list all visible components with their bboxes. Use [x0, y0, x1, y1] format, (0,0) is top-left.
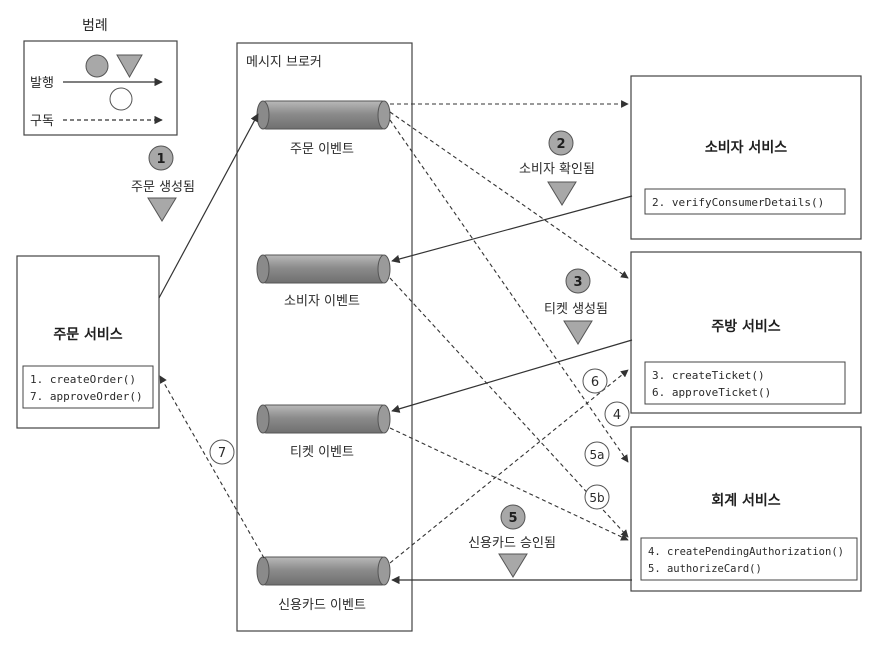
step-5b-number: 5b — [589, 491, 604, 505]
message-broker-title: 메시지 브로커 — [246, 55, 322, 70]
event-3-circle — [565, 268, 591, 294]
legend-title: 범례 — [82, 18, 108, 34]
event-2-label: 소비자 확인됨 — [519, 162, 595, 177]
step-7-number: 7 — [218, 446, 226, 461]
event-1-triangle-icon — [147, 197, 177, 222]
legend-reply-circle-icon — [109, 87, 133, 111]
subscribe-kitchen-order-events — [389, 111, 629, 279]
channel-consumer-events-label: 소비자 이벤트 — [284, 294, 360, 309]
event-1-circle — [148, 145, 174, 171]
event-3-triangle-icon — [563, 320, 593, 345]
subscribe-kitchen-creditcard-events — [389, 369, 629, 564]
publish-ticket-created-arrow — [391, 339, 633, 413]
step-7-circle — [209, 439, 235, 465]
consumer-service-box — [630, 75, 862, 240]
legend-subscribe-label: 구독 — [30, 114, 54, 129]
legend-publish-label: 발행 — [30, 75, 54, 91]
message-broker-box — [236, 42, 413, 632]
event-2-circle — [548, 130, 574, 156]
event-2-number: 2 — [556, 137, 565, 152]
order-service-title: 주문 서비스 — [53, 327, 122, 343]
channel-consumer-events — [256, 254, 391, 284]
accounting-method-authorize: 5. authorizeCard() — [648, 563, 762, 575]
event-1-label: 주문 생성됨 — [131, 180, 195, 195]
consumer-service-title: 소비자 서비스 — [705, 140, 787, 156]
publish-consumer-verified-arrow — [391, 195, 633, 264]
kitchen-method-create: 3. createTicket() — [652, 369, 765, 382]
channel-creditcard-events — [256, 556, 391, 586]
order-method-create: 1. createOrder() — [30, 373, 136, 386]
event-5-triangle-icon — [498, 553, 528, 578]
step-6-number: 6 — [591, 375, 599, 390]
channel-ticket-events-label: 티켓 이벤트 — [290, 445, 354, 460]
subscribe-accounting-consumer-events — [389, 277, 629, 538]
step-6-circle — [582, 368, 608, 394]
consumer-method-verify: 2. verifyConsumerDetails() — [652, 196, 824, 209]
kitchen-method-approve: 6. approveTicket() — [652, 386, 771, 399]
step-4-circle — [604, 401, 630, 427]
step-5a-circle — [584, 441, 610, 467]
event-2-triangle-icon — [547, 181, 577, 206]
subscribe-order-creditcard-events — [159, 375, 265, 559]
order-method-approve: 7. approveOrder() — [30, 390, 143, 403]
event-3-number: 3 — [573, 275, 582, 290]
step-4-number: 4 — [613, 408, 621, 423]
consumer-service-methods-box — [644, 188, 846, 215]
kitchen-service-methods-box — [644, 361, 846, 405]
publish-order-created-arrow — [158, 113, 259, 299]
accounting-service-methods-box — [640, 537, 858, 581]
event-3-label: 티켓 생성됨 — [544, 302, 608, 317]
accounting-service-title: 회계 서비스 — [711, 493, 780, 509]
kitchen-service-title: 주방 서비스 — [711, 318, 780, 335]
event-5-number: 5 — [508, 511, 517, 526]
step-5b-circle — [584, 484, 610, 510]
channel-order-events-label: 주문 이벤트 — [290, 142, 354, 157]
legend-event-circle-icon — [85, 54, 109, 78]
event-5-label: 신용카드 승인됨 — [468, 536, 556, 551]
order-service-methods-box — [22, 365, 154, 409]
legend-box — [23, 40, 178, 136]
channel-order-events — [256, 100, 391, 130]
channel-ticket-events — [256, 404, 391, 434]
accounting-method-create-pending: 4. createPendingAuthorization() — [648, 546, 844, 558]
event-1-number: 1 — [156, 152, 165, 167]
event-5-circle — [500, 504, 526, 530]
step-5a-number: 5a — [590, 448, 605, 462]
subscribe-accounting-ticket-events — [389, 427, 629, 541]
legend-event-triangle-icon — [116, 54, 143, 79]
channel-creditcard-events-label: 신용카드 이벤트 — [278, 598, 366, 613]
